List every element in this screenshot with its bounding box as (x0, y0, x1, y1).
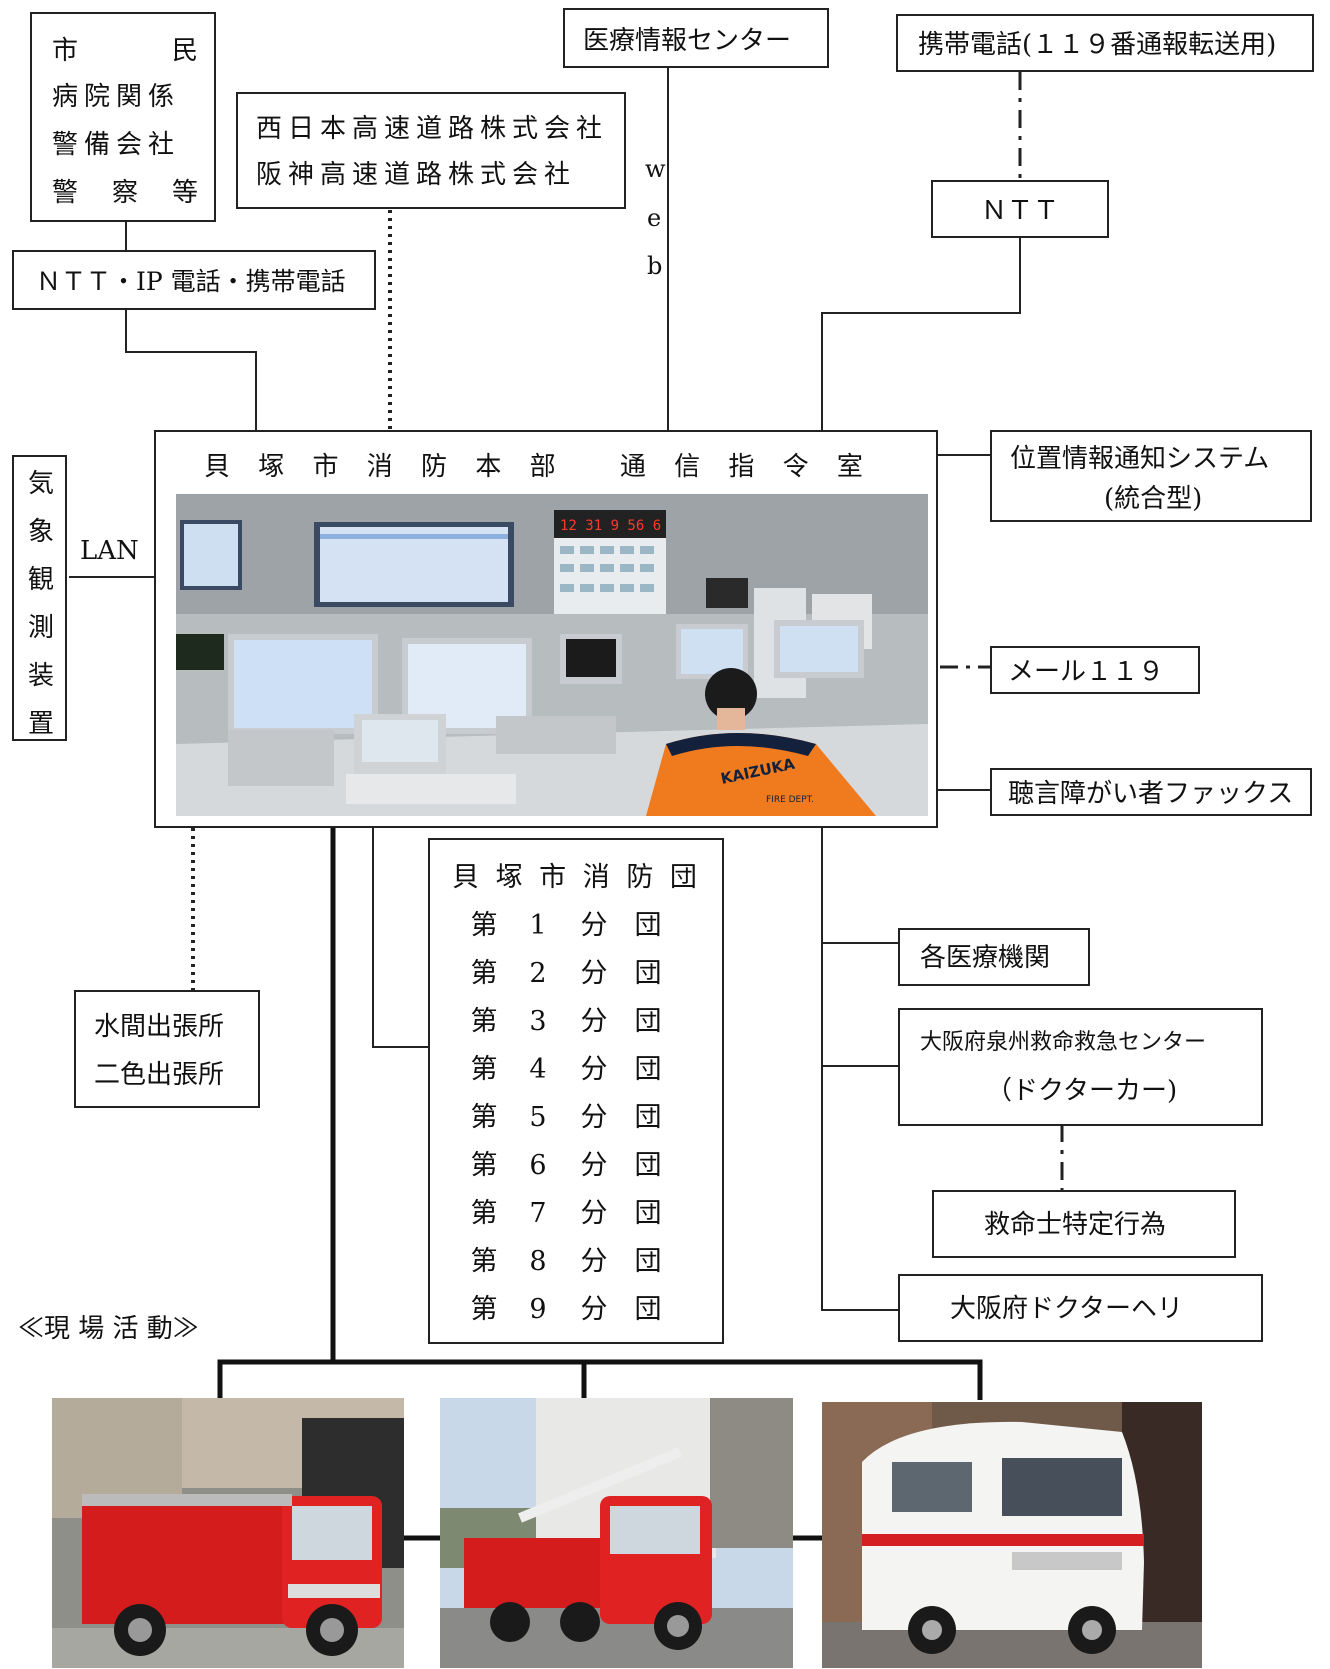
dispatch-center-box: 貝 塚 市 消 防 本 部 通 信 指 令 室 12 31 9 56 6 (154, 430, 938, 828)
fire-corps-unit-a: 分 (580, 1150, 608, 1181)
fire-corps-unit-a: 分 (580, 1006, 608, 1037)
fire-corps-unit-prefix: 第 (470, 1006, 498, 1037)
pumper-truck-photo (52, 1398, 404, 1668)
fire-corps-unit-b: 団 (634, 1294, 662, 1325)
web-label: b (647, 252, 663, 280)
location-system-type: (統合型) (1104, 484, 1203, 514)
fire-corps-unit-b: 団 (634, 1006, 662, 1037)
fire-corps-unit-prefix: 第 (470, 1150, 498, 1181)
doctor-car-label: （ドクターカー) (986, 1076, 1178, 1106)
ladder-truck-photo (440, 1398, 793, 1668)
weather-device-box: 気 象 観 測 装 置 (12, 455, 67, 741)
location-system-box: 位置情報通知システム (統合型) (990, 430, 1312, 522)
branch-offices-box: 水間出張所 二色出張所 (74, 990, 260, 1108)
fire-corps-unit-prefix: 第 (470, 1054, 498, 1085)
mobile-relay-label: 携帯電話(１１９番通報転送用) (918, 30, 1277, 60)
mail119-label: メール１１９ (1008, 657, 1165, 687)
ntt-label: ＮＴＴ (981, 196, 1060, 226)
fire-corps-title: 貝 塚 市 消 防 団 (452, 862, 701, 893)
ambulance-photo (822, 1402, 1202, 1668)
ntt-box: ＮＴＴ (931, 180, 1109, 238)
police-label: 察 (112, 178, 139, 208)
fire-corps-unit-num: 5 (529, 1102, 547, 1133)
doctor-heli-box: 大阪府ドクターヘリ (898, 1274, 1263, 1342)
fire-corps-unit-b: 団 (634, 910, 662, 941)
fire-corps-unit-prefix: 第 (470, 1198, 498, 1229)
fire-corps-unit-num: 3 (529, 1006, 547, 1037)
fire-corps-unit-prefix: 第 (470, 958, 498, 989)
weather-label: 装 (28, 661, 55, 691)
fire-corps-unit-num: 4 (529, 1054, 547, 1085)
fire-corps-unit-a: 分 (580, 958, 608, 989)
mail119-box: メール１１９ (990, 646, 1200, 694)
specific-acts-label: 救命士特定行為 (984, 1210, 1167, 1240)
fire-corps-unit-num: 2 (529, 958, 547, 989)
citizens-box: 市 民 病院関係 警備会社 警 察 等 (30, 12, 216, 222)
weather-label: 気 (28, 469, 55, 499)
fire-corps-unit-prefix: 第 (470, 1246, 498, 1277)
fire-corps-unit-prefix: 第 (470, 1102, 498, 1133)
fire-corps-unit-a: 分 (580, 910, 608, 941)
weather-label: 置 (28, 709, 55, 739)
police-label: 警 (52, 178, 79, 208)
nishiki-branch-label: 二色出張所 (94, 1060, 225, 1090)
mizuma-branch-label: 水間出張所 (94, 1012, 225, 1042)
fire-corps-unit-prefix: 第 (470, 910, 498, 941)
fire-corps-unit-a: 分 (580, 1198, 608, 1229)
phone-line-label: ＮＴＴ・IP 電話・携帯電話 (36, 267, 346, 296)
medical-info-center-box: 医療情報センター (563, 8, 829, 68)
fire-corps-unit-num: 8 (529, 1246, 547, 1277)
hospitals-box: 各医療機関 (898, 928, 1090, 986)
fire-corps-unit-a: 分 (580, 1246, 608, 1277)
phone-line-box: ＮＴＴ・IP 電話・携帯電話 (12, 250, 376, 310)
fire-corps-unit-b: 団 (634, 1246, 662, 1277)
weather-label: 測 (28, 613, 55, 643)
web-label: e (647, 204, 662, 232)
fire-corps-unit-num: 9 (529, 1294, 547, 1325)
emergency-center-box: 大阪府泉州救命救急センター （ドクターカー) (898, 1008, 1263, 1126)
citizens-label: 市 (52, 36, 79, 66)
expressway-box: 西日本高速道路株式会社 阪神高速道路株式会社 (236, 92, 626, 209)
medical-info-center-label: 医療情報センター (583, 26, 792, 56)
fire-corps-unit-b: 団 (634, 1054, 662, 1085)
fire-corps-unit-b: 団 (634, 958, 662, 989)
fire-corps-unit-a: 分 (580, 1294, 608, 1325)
fax-box: 聴言障がい者ファックス (990, 768, 1312, 816)
hospital-label: 病院関係 (52, 82, 181, 112)
fire-corps-unit-a: 分 (580, 1054, 608, 1085)
lan-label: LAN (80, 536, 139, 566)
location-system-label: 位置情報通知システム (1010, 444, 1270, 474)
hospitals-label: 各医療機関 (920, 943, 1051, 973)
hanshin-expressway-label: 阪神高速道路株式会社 (256, 160, 577, 190)
fire-corps-unit-num: 6 (529, 1150, 547, 1181)
emergency-center-label: 大阪府泉州救命救急センター (920, 1030, 1207, 1055)
dispatch-room-photo: 12 31 9 56 6 (176, 494, 928, 816)
security-label: 警備会社 (52, 130, 181, 160)
weather-label: 観 (28, 565, 55, 595)
web-label: w (645, 155, 666, 183)
fire-corps-unit-b: 団 (634, 1198, 662, 1229)
doctor-heli-label: 大阪府ドクターヘリ (950, 1294, 1183, 1324)
weather-label: 象 (28, 517, 55, 547)
west-nexco-label: 西日本高速道路株式会社 (256, 114, 609, 144)
mobile-relay-box: 携帯電話(１１９番通報転送用) (896, 14, 1314, 72)
fire-corps-unit-num: 1 (529, 910, 547, 941)
dispatch-center-title: 貝 塚 市 消 防 本 部 通 信 指 令 室 (204, 452, 873, 482)
fire-corps-unit-b: 団 (634, 1150, 662, 1181)
fax-label: 聴言障がい者ファックス (1008, 779, 1294, 809)
field-activity-label: ≪現 場 活 動≫ (18, 1314, 199, 1344)
svg-text:12 31 9 56 6: 12 31 9 56 6 (560, 518, 661, 534)
fire-corps-unit-num: 7 (529, 1198, 547, 1229)
etc-label: 等 (172, 178, 199, 208)
fire-corps-unit-prefix: 第 (470, 1294, 498, 1325)
citizens-label: 民 (172, 36, 199, 66)
svg-text:FIRE DEPT.: FIRE DEPT. (766, 795, 814, 805)
fire-corps-unit-a: 分 (580, 1102, 608, 1133)
specific-acts-box: 救命士特定行為 (932, 1190, 1236, 1258)
fire-corps-unit-b: 団 (634, 1102, 662, 1133)
